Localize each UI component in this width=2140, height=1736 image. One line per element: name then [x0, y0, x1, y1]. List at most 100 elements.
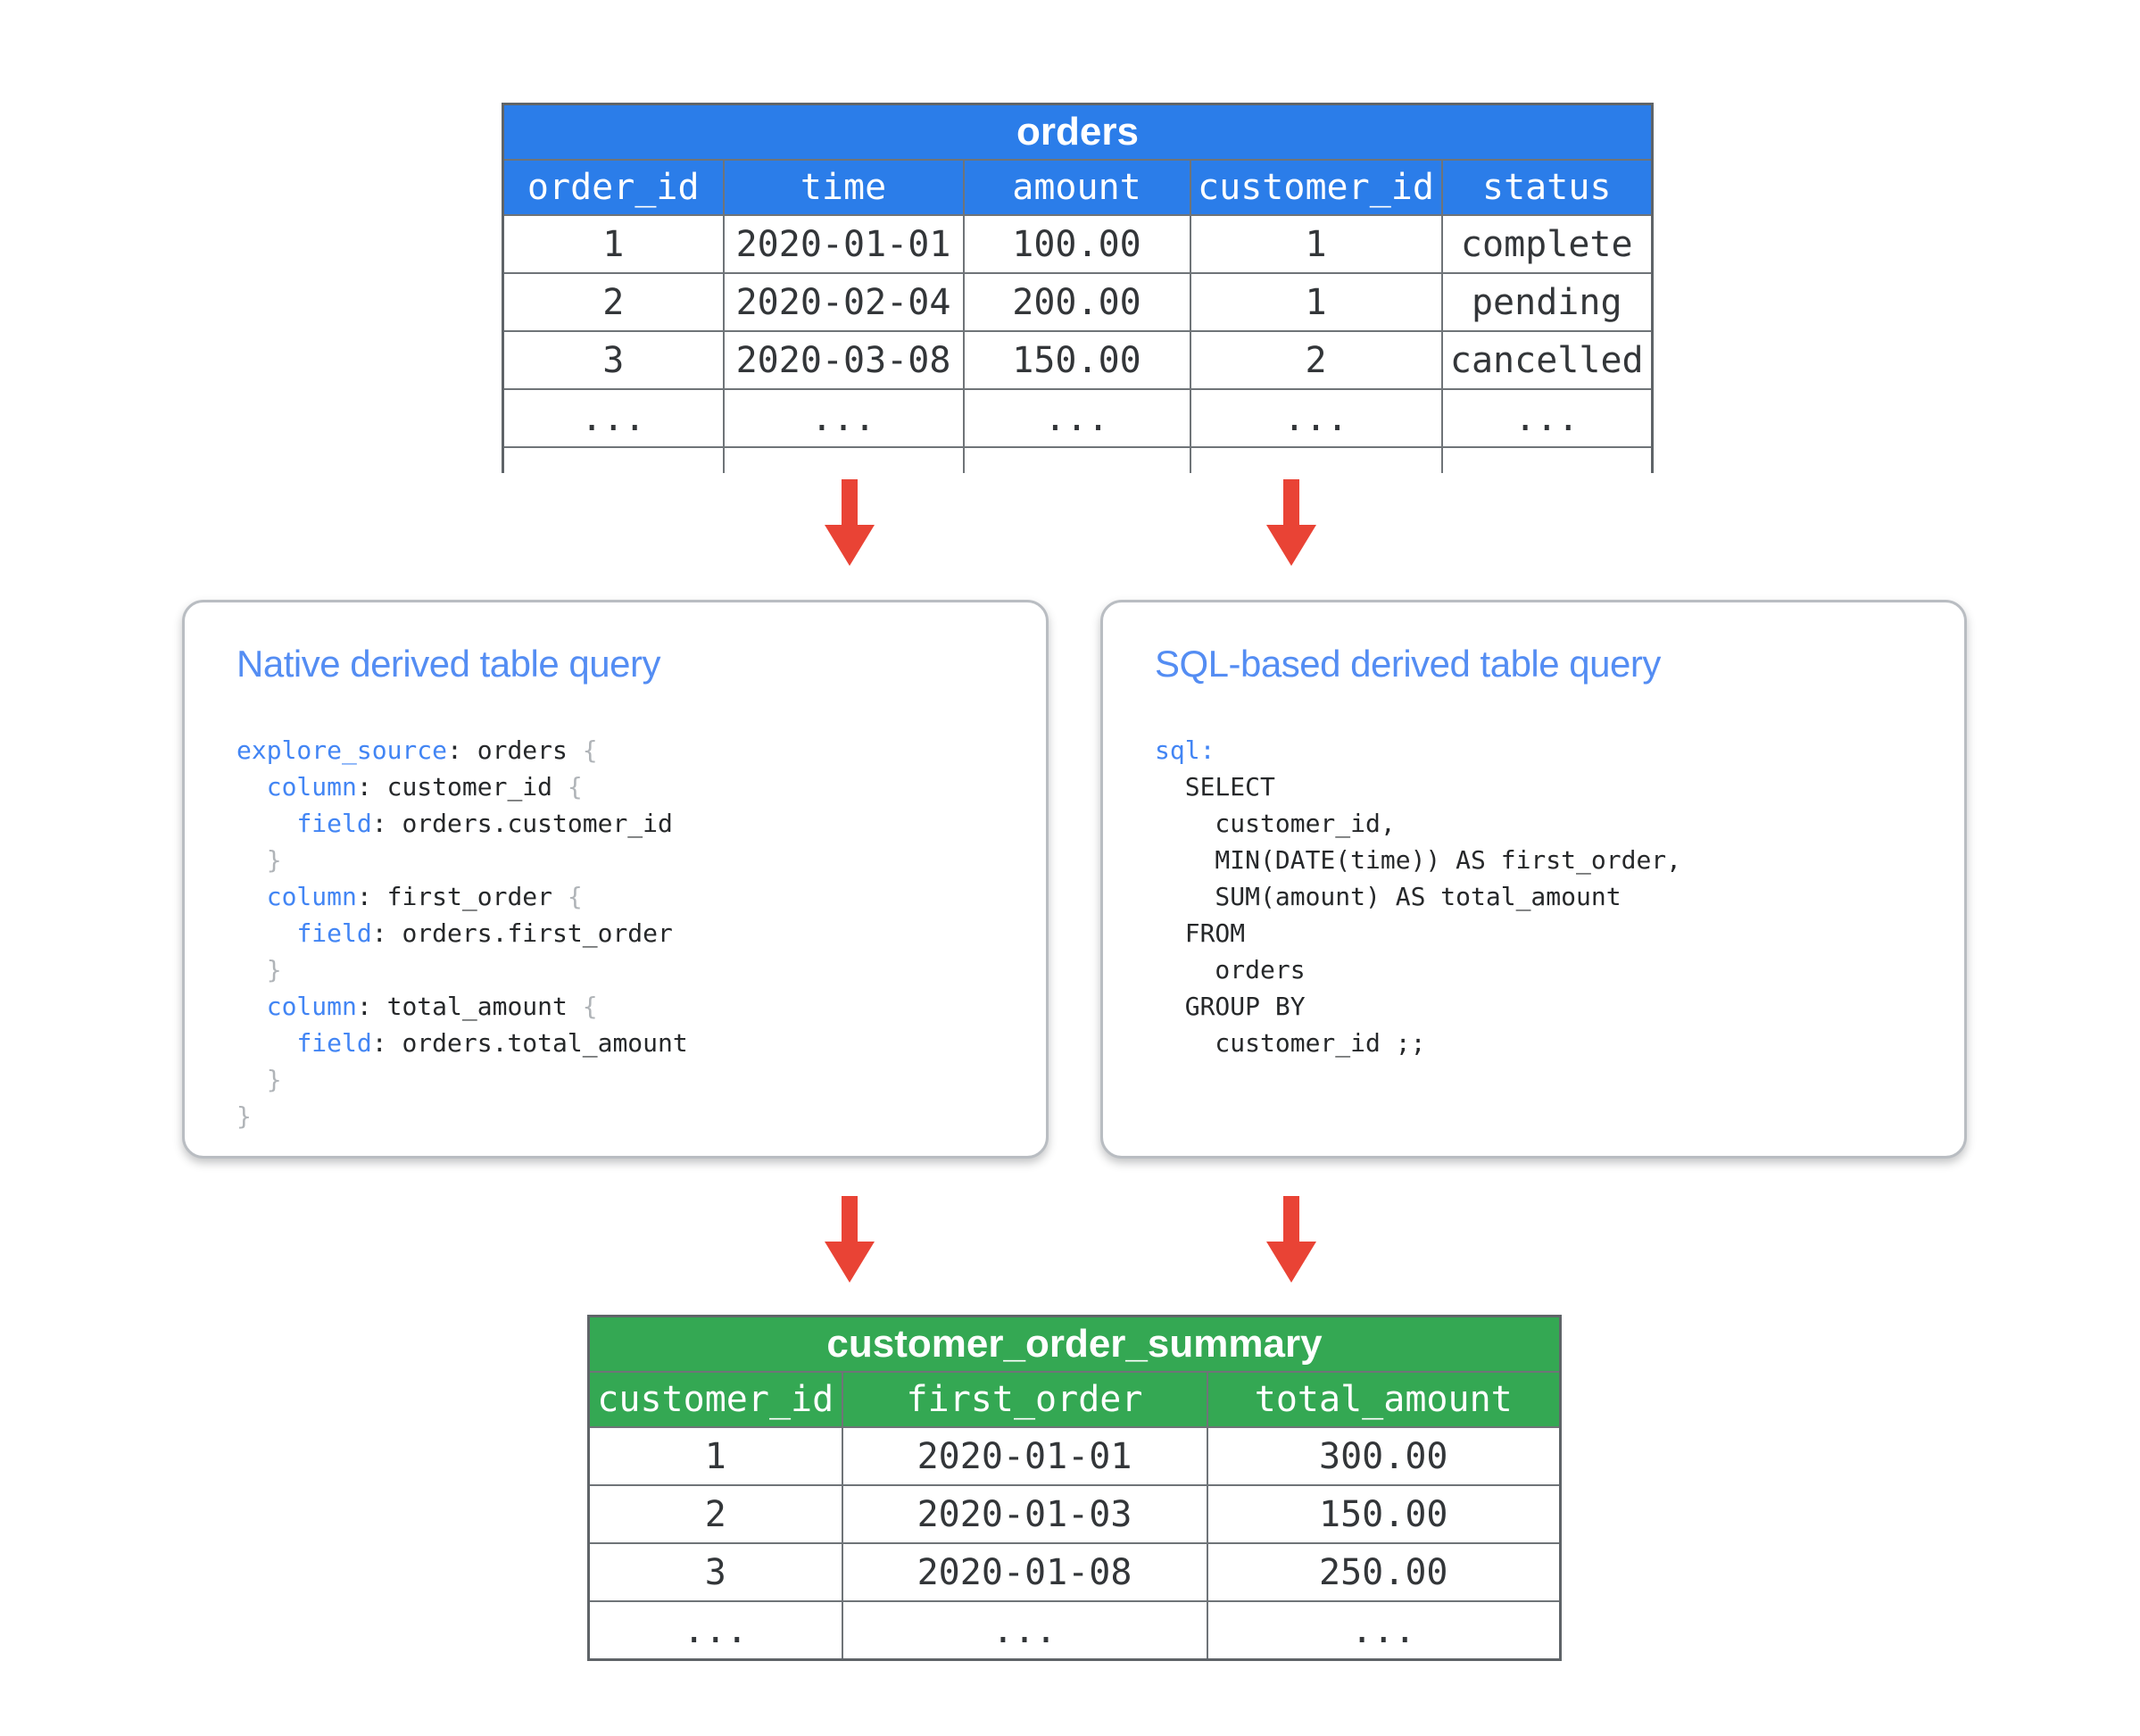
- code-line: }: [236, 1101, 252, 1131]
- cell: ...: [841, 1600, 1208, 1661]
- table-row: 2 2020-02-04 200.00 1 pending: [502, 272, 1654, 332]
- cell: [722, 446, 965, 473]
- cell: 200.00: [962, 272, 1191, 332]
- cell: 250.00: [1206, 1542, 1562, 1602]
- native-derived-table-box: Native derived table query explore_sourc…: [182, 600, 1049, 1159]
- cell: 2020-03-08: [722, 330, 965, 390]
- arrow-head: [1266, 525, 1316, 566]
- code-line: FROM: [1155, 918, 1246, 948]
- cell: ...: [502, 388, 725, 448]
- cell: 2: [587, 1484, 843, 1544]
- down-arrow: [825, 479, 875, 566]
- cell: [1189, 446, 1443, 473]
- arrow-stem: [1283, 479, 1299, 525]
- orders-table: orders order_id time amount customer_id …: [502, 103, 1654, 473]
- cell: ...: [1189, 388, 1443, 448]
- cell: [1440, 446, 1654, 473]
- cell: ...: [1440, 388, 1654, 448]
- cell: 2: [502, 272, 725, 332]
- cell: 3: [587, 1542, 843, 1602]
- col-header: time: [722, 159, 965, 216]
- cell: 2: [1189, 330, 1443, 390]
- table-row: 3 2020-01-08 250.00: [587, 1542, 1562, 1602]
- arrow-stem: [842, 479, 858, 525]
- col-header: first_order: [841, 1371, 1208, 1428]
- code-line: customer_id,: [1155, 809, 1396, 838]
- table-row: 3 2020-03-08 150.00 2 cancelled: [502, 330, 1654, 390]
- cell: 1: [587, 1426, 843, 1486]
- code-line: field: orders.customer_id: [296, 809, 673, 838]
- cell: ...: [1206, 1600, 1562, 1661]
- arrow-stem: [842, 1196, 858, 1242]
- code-line: column: first_order {: [266, 882, 583, 911]
- table-row: 1 2020-01-01 100.00 1 complete: [502, 214, 1654, 274]
- orders-table-title: orders: [502, 103, 1654, 161]
- orders-header-row: order_id time amount customer_id status: [502, 159, 1654, 216]
- cell: 1: [1189, 272, 1443, 332]
- cell: 1: [502, 214, 725, 274]
- cell: [502, 446, 725, 473]
- code-line: orders: [1155, 955, 1306, 984]
- cell: 2020-02-04: [722, 272, 965, 332]
- summary-table-title: customer_order_summary: [587, 1315, 1562, 1373]
- table-row: ... ... ... ... ...: [502, 388, 1654, 448]
- code-line: MIN(DATE(time)) AS first_order,: [1155, 845, 1682, 875]
- code-line: GROUP BY: [1155, 992, 1306, 1021]
- cell: 300.00: [1206, 1426, 1562, 1486]
- cell: complete: [1440, 214, 1654, 274]
- down-arrow: [1266, 479, 1316, 566]
- sql-box-title: SQL-based derived table query: [1155, 643, 1661, 685]
- col-header: customer_id: [1189, 159, 1443, 216]
- code-line: }: [266, 955, 282, 984]
- cell: ...: [722, 388, 965, 448]
- native-box-title: Native derived table query: [236, 643, 660, 685]
- code-line: }: [266, 1065, 282, 1094]
- code-line: }: [266, 845, 282, 875]
- cell: 150.00: [962, 330, 1191, 390]
- code-line: field: orders.first_order: [296, 918, 673, 948]
- cell: 2020-01-01: [841, 1426, 1208, 1486]
- table-row: 1 2020-01-01 300.00: [587, 1426, 1562, 1486]
- code-line: column: total_amount {: [266, 992, 598, 1021]
- arrow-head: [1266, 1242, 1316, 1283]
- code-line: explore_source: orders {: [236, 735, 598, 765]
- cell: [962, 446, 1191, 473]
- cell: ...: [587, 1600, 843, 1661]
- table-row: ... ... ...: [587, 1600, 1562, 1661]
- col-header: customer_id: [587, 1371, 843, 1428]
- down-arrow: [825, 1196, 875, 1283]
- code-line: customer_id ;;: [1155, 1028, 1426, 1058]
- table-title-row: customer_order_summary: [587, 1315, 1562, 1373]
- cell: 1: [1189, 214, 1443, 274]
- code-line: SUM(amount) AS total_amount: [1155, 882, 1622, 911]
- cell: ...: [962, 388, 1191, 448]
- customer-order-summary-table: customer_order_summary customer_id first…: [587, 1315, 1562, 1661]
- table-row: 2 2020-01-03 150.00: [587, 1484, 1562, 1544]
- down-arrow: [1266, 1196, 1316, 1283]
- code-line: column: customer_id {: [266, 772, 583, 802]
- cell: 2020-01-08: [841, 1542, 1208, 1602]
- arrow-head: [825, 1242, 875, 1283]
- cell: pending: [1440, 272, 1654, 332]
- cell: 2020-01-01: [722, 214, 965, 274]
- cell: 3: [502, 330, 725, 390]
- cell: 150.00: [1206, 1484, 1562, 1544]
- col-header: status: [1440, 159, 1654, 216]
- code-line: sql:: [1155, 735, 1215, 765]
- sql-code-block: sql: SELECT customer_id, MIN(DATE(time))…: [1155, 732, 1946, 1061]
- table-title-row: orders: [502, 103, 1654, 161]
- table-row-partial: [502, 446, 1654, 473]
- col-header: order_id: [502, 159, 725, 216]
- sql-derived-table-box: SQL-based derived table query sql: SELEC…: [1100, 600, 1967, 1159]
- col-header: amount: [962, 159, 1191, 216]
- cell: cancelled: [1440, 330, 1654, 390]
- code-line: field: orders.total_amount: [296, 1028, 688, 1058]
- arrow-stem: [1283, 1196, 1299, 1242]
- arrow-head: [825, 525, 875, 566]
- code-line: SELECT: [1155, 772, 1275, 802]
- cell: 100.00: [962, 214, 1191, 274]
- orders-table-clip: orders order_id time amount customer_id …: [502, 103, 1656, 473]
- col-header: total_amount: [1206, 1371, 1562, 1428]
- summary-header-row: customer_id first_order total_amount: [587, 1371, 1562, 1428]
